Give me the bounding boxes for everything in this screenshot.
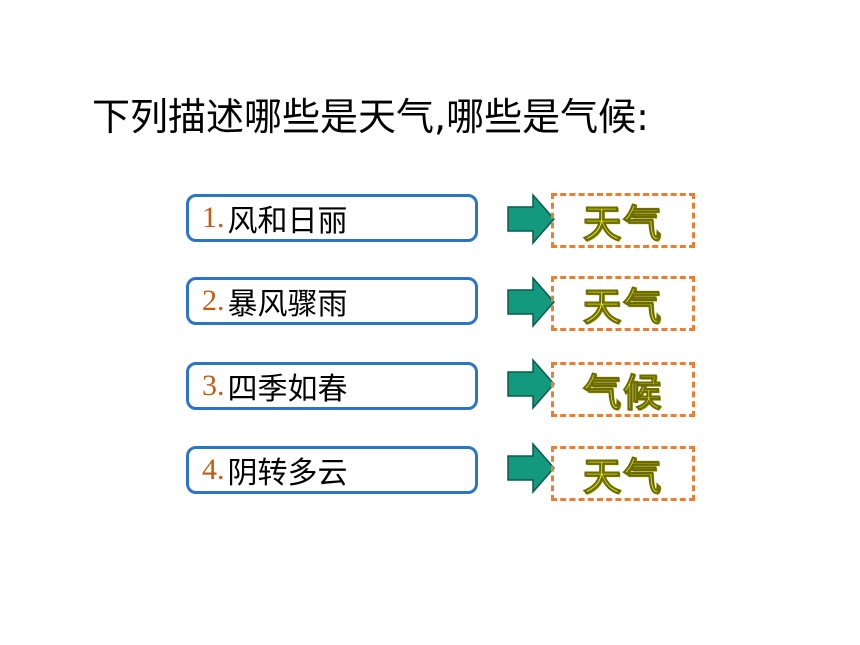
answer-text: 天气 [582, 455, 663, 500]
statement-text: 阴转多云 [227, 456, 348, 491]
right-arrow-icon [507, 193, 555, 245]
statement-box-3: 3.四季如春 [186, 362, 478, 410]
question-title: 下列描述哪些是天气,哪些是气候: [92, 95, 649, 139]
answer-text: 天气 [582, 202, 663, 247]
answer-box-1: 天气 [551, 193, 695, 248]
statement-box-4: 4.阴转多云 [186, 446, 478, 494]
statement-text: 风和日丽 [227, 204, 348, 239]
answer-text: 气候 [582, 371, 663, 416]
statement-text: 暴风骤雨 [227, 287, 348, 322]
statement-number: 3. [202, 369, 225, 402]
statement-box-2: 2.暴风骤雨 [186, 277, 478, 325]
statement-number: 4. [202, 453, 225, 486]
statement-box-1: 1.风和日丽 [186, 194, 478, 242]
right-arrow-icon [507, 276, 555, 328]
answer-box-2: 天气 [551, 276, 695, 331]
right-arrow-icon [507, 442, 555, 494]
statement-number: 1. [202, 201, 225, 234]
statement-number: 2. [202, 284, 225, 317]
answer-text: 天气 [582, 285, 663, 330]
answer-box-4: 天气 [551, 446, 695, 501]
answer-box-3: 气候 [551, 362, 695, 417]
statement-text: 四季如春 [227, 372, 348, 407]
right-arrow-icon [507, 358, 555, 410]
